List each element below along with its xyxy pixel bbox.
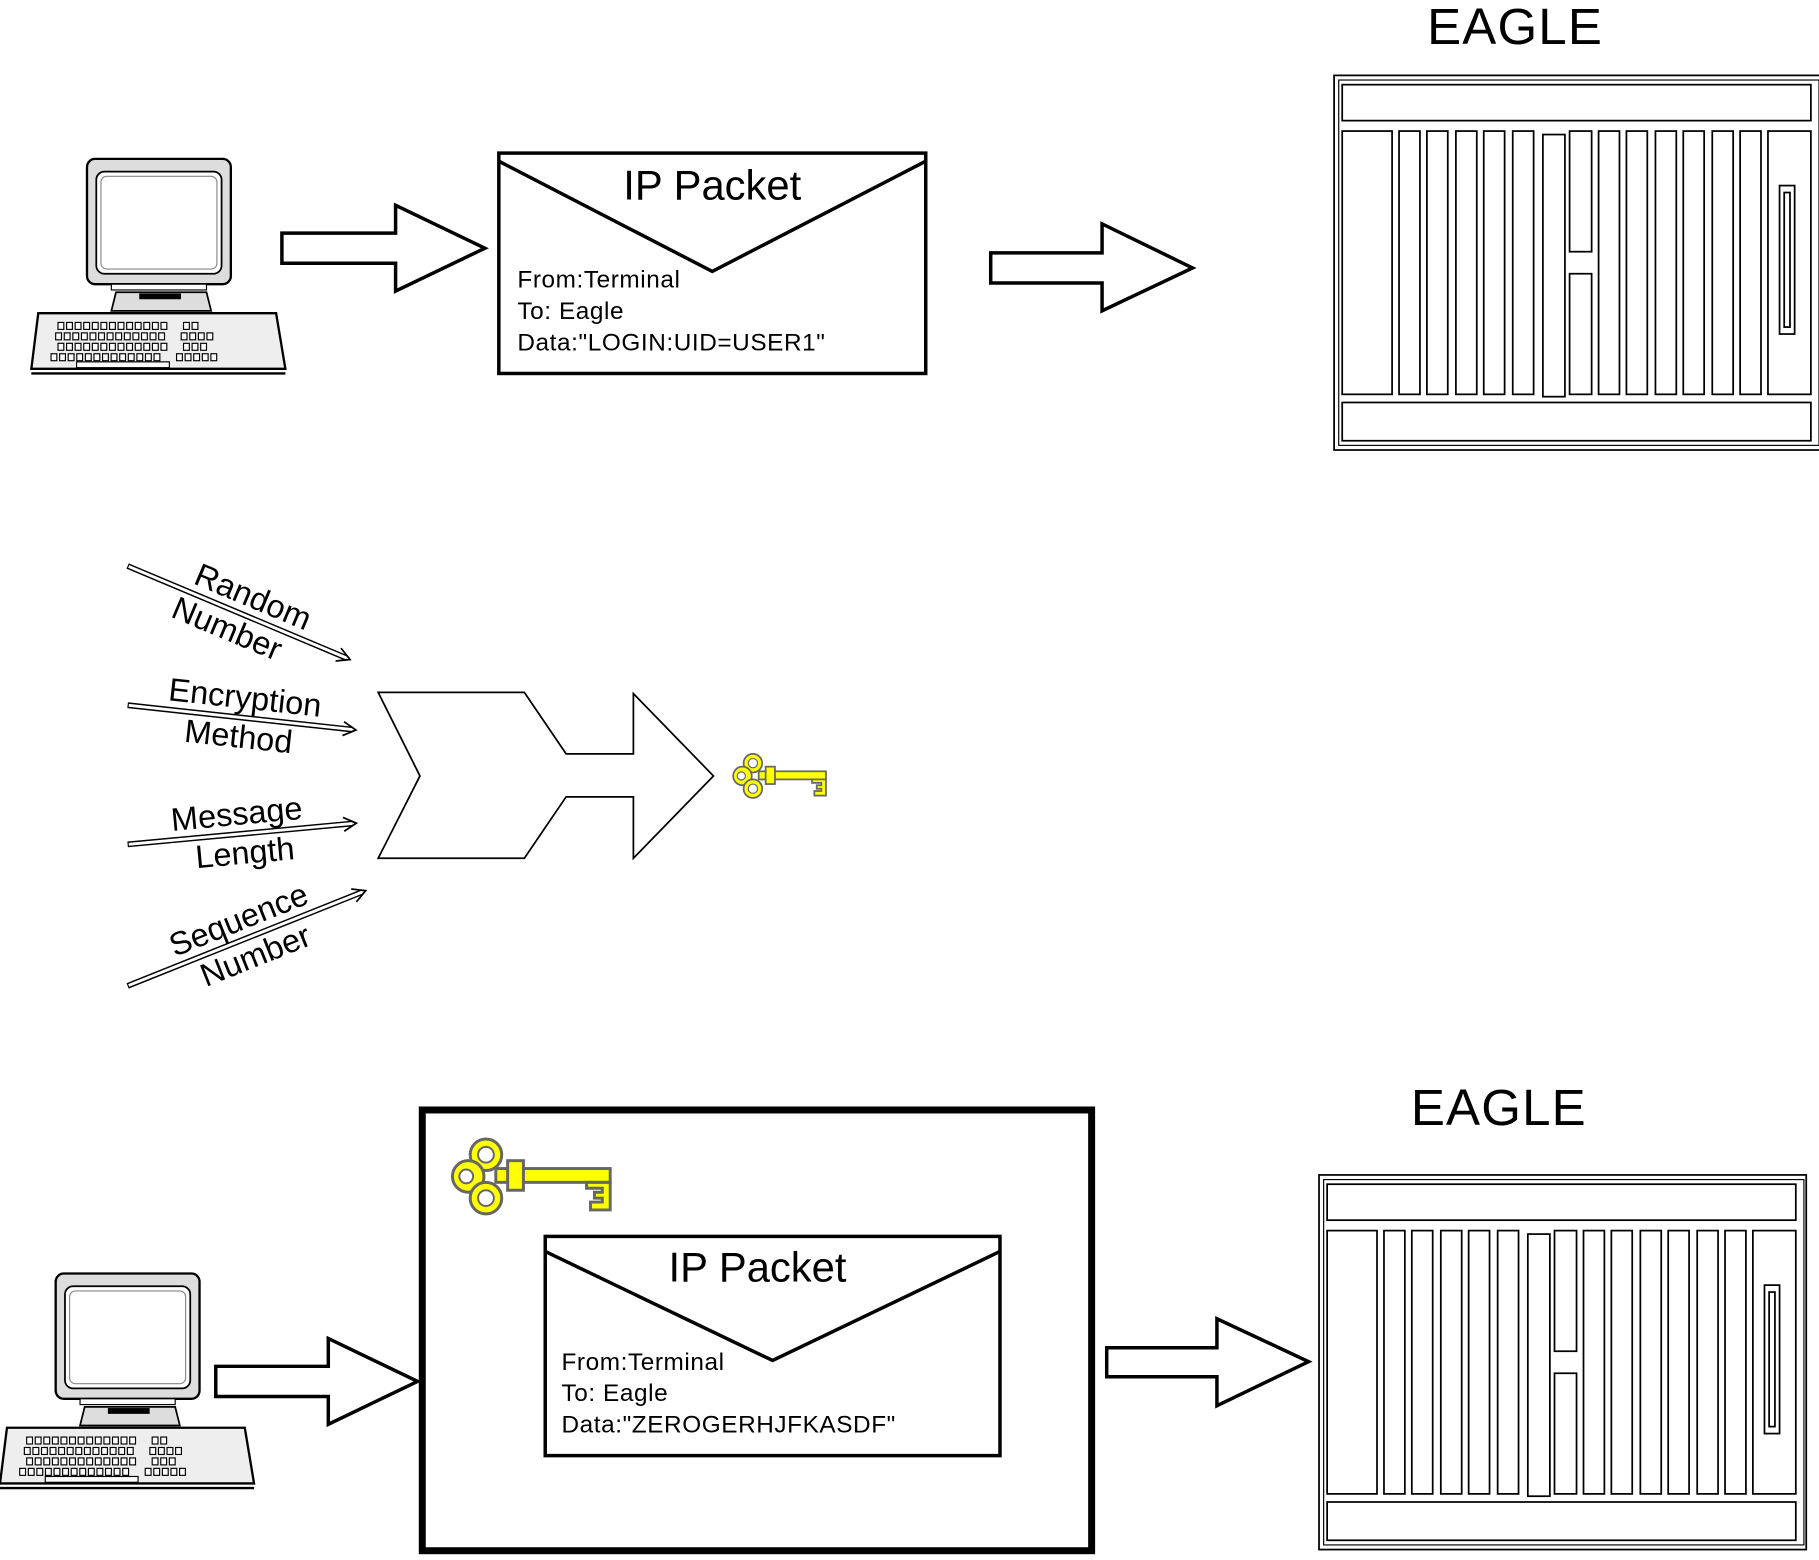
packet-to: To: Eagle — [561, 1380, 668, 1407]
packet-from: From:Terminal — [561, 1349, 724, 1376]
packet-data: Data:"ZEROGERHJFKASDF" — [561, 1411, 895, 1438]
eagle-rack-bottom — [1318, 1174, 1808, 1551]
packet-title: IP Packet — [623, 161, 801, 208]
ip-packet-envelope-top: IP Packet From:Terminal To: Eagle Data:"… — [497, 151, 928, 376]
input-label-line2: Length — [194, 830, 296, 875]
packet-to: To: Eagle — [517, 298, 624, 325]
arrow-terminal-to-encrypted-packet — [214, 1335, 422, 1428]
eagle-rack-top — [1333, 74, 1819, 451]
input-message-length: Message Length — [127, 790, 359, 875]
input-encryption-method: Encryption Method — [127, 671, 358, 760]
terminal-computer-top — [30, 157, 287, 375]
input-sequence-number: Sequence Number — [126, 876, 368, 994]
packet-from: From:Terminal — [517, 267, 680, 294]
input-random-number: Random Number — [126, 556, 352, 668]
arrow-packet-to-eagle — [988, 221, 1197, 314]
key-icon — [732, 753, 827, 799]
arrow-terminal-to-packet — [280, 202, 489, 294]
eagle-label-top: EAGLE — [1427, 0, 1603, 55]
arrow-encrypted-packet-to-eagle — [1104, 1316, 1313, 1409]
ip-packet-envelope-bottom: IP Packet From:Terminal To: Eagle Data:"… — [543, 1234, 1002, 1458]
packet-data: Data:"LOGIN:UID=USER1" — [517, 329, 825, 356]
encrypted-packet-container: IP Packet From:Terminal To: Eagle Data:"… — [418, 1106, 1096, 1555]
packet-title: IP Packet — [669, 1244, 847, 1291]
eagle-label-bottom: EAGLE — [1411, 1079, 1587, 1136]
key-generation-arrow — [376, 691, 715, 861]
